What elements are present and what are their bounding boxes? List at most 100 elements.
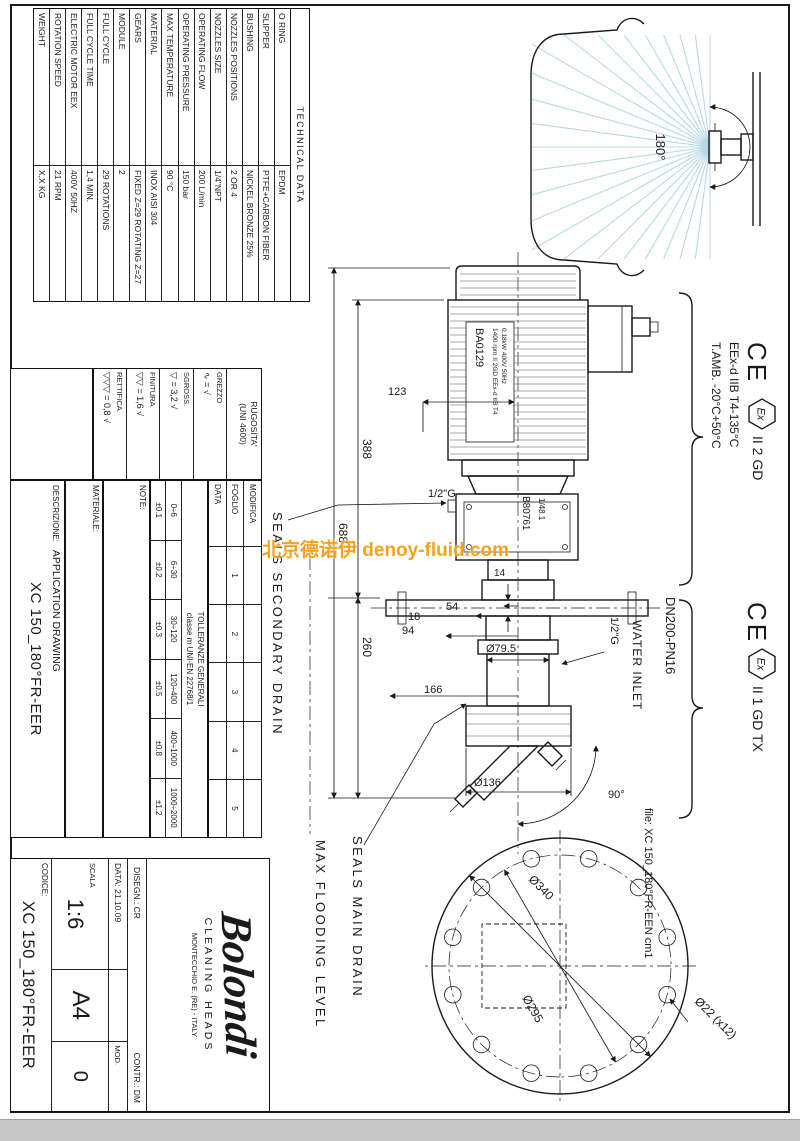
dim-dia-79: Ø79.5 [486,643,516,655]
max-flooding-level-label: MAX FLOODING LEVEL [313,840,328,1029]
tank-profile [530,17,645,277]
dim-54: 54 [446,601,458,613]
roughness-row: SGROSS.▽ = 3,2 √ [159,369,193,479]
descrizione-panel: DESCRIZIONE:APPLICATION DRAWING XC 150_1… [10,480,65,838]
spray-angle-arc [709,104,751,190]
roughness-row: FINITURA▽▽ = 1,6 √ [126,369,160,479]
drain-plug [447,499,457,513]
dim-688: 688 [336,523,350,543]
spray-angle-label: 180° [653,134,668,161]
flange-face-view: Ø340 Ø295 Ø22 (x12) [424,830,740,1102]
table-row: DATA [208,481,226,837]
dimensions: 388 260 688 123 18 54 94 166 [270,267,678,1029]
flange-size-label: DN200-PN16 [663,597,678,674]
empty-panel [10,368,93,480]
motor-fan-cover [455,265,581,300]
assembly-drawing: 0.18kW 400V 50Hz 1400 rpm II 2GD EEx-d I… [370,252,660,854]
title-block: Bolondi CLEANING HEADS MONTECCHIO E. (RE… [10,858,270,1112]
mod-value: 0 [69,1070,92,1082]
drain-size: 1/2"G [428,488,456,500]
spray-head-hub [708,130,722,164]
atex-marking-motor: CE Ex II 2 GD EEx-d IIB T4-135°C T.AMB. … [678,292,776,586]
motor-code: BA0129 [473,328,485,367]
brace-motor-zone [678,292,704,586]
mod-label: MOD. [113,1045,123,1066]
ex-mark: Ex [755,658,767,671]
note-panel: NOTE: [103,480,150,838]
company-address: MONTECCHIO E. (RE) - ITALY [190,932,200,1038]
file-label: file: XC 150_180°FR-EEN cm1 [642,808,654,959]
flange-bolt [627,591,637,625]
nozzle [454,784,478,808]
dim-18: 18 [408,611,420,623]
dim-166: 166 [424,684,442,696]
checker: CONTR.: DM [132,1052,142,1103]
designer: DISEGN.: CR [132,867,142,919]
date: DATA: 21.10.09 [109,859,127,971]
scale-label: SCALA [88,863,98,888]
dim-dia-295: Ø295 [519,993,546,1026]
dim-260: 260 [360,637,374,657]
table-row: FOGLIO 1 2 3 4 5 [225,481,244,837]
codice-value: XC 150_180°FR-EER [19,900,37,1070]
revisions-table: MODIFICA FOGLIO 1 2 3 4 5 DATA [208,480,262,838]
dim-123: 123 [388,386,406,398]
table-row: ±0.1±0.2 ±0.3±0.5 ±0.8±1.2 [151,481,166,837]
motor-spec-line2: 1400 rpm II 2GD EEx-d IIB T4 [491,328,498,415]
bolt-circle [448,854,672,1078]
cable-gland [631,317,651,337]
seals-main-drain-label: SEALS MAIN DRAIN [350,836,365,998]
motor-nameplate [465,321,515,443]
gearbox-code: B80761 [520,496,531,531]
dim-dia-136: Ø136 [474,777,501,789]
scale-value: 1:6 [63,898,89,930]
watermark: 北京德诺伊 denoy-fluid.com [262,540,510,561]
roughness-table: RUGOSITA'(UNI 4600) GREZZO∿ = √ SGROSS.▽… [93,368,262,480]
water-inlet-label: WATER INLET [630,620,644,710]
motor-terminal-box [587,305,633,373]
atex-temp-class: EEx-d IIB T4-135°C [727,342,741,448]
bolondi-logo: Bolondi [211,910,266,1061]
rotating-hub [465,705,572,747]
spray-head-flange [740,133,754,161]
dim-94: 94 [402,625,414,637]
gearbox-ratio: 1/48.1 [537,498,546,521]
spray-pattern-detail: 180° [530,17,761,277]
window-bottom-bar [0,1119,800,1141]
roughness-row: RETTIFICA▽▽▽ = 0,8 √ [102,372,125,423]
motor-spec-line1: 0.18kW 400V 50Hz [500,328,507,384]
sheet-format: A4 [52,970,108,1042]
dim-388: 388 [360,439,374,459]
ex-mark: Ex [755,408,767,421]
ce-mark: CE [742,342,772,384]
ce-mark: CE [742,602,772,644]
brace-head-zone [678,599,704,819]
drawing-code: XC 150_180°FR-EER [27,582,44,736]
dim-holes: Ø22 (x12) [692,994,740,1042]
atex-ambient: T.AMB. -20°C+50°C [709,342,723,449]
table-row: MODIFICA [243,481,261,837]
technical-data-title: TECHNICAL DATA [290,9,309,301]
atex-marking-head: CE Ex II 1 GD TX [678,599,776,819]
